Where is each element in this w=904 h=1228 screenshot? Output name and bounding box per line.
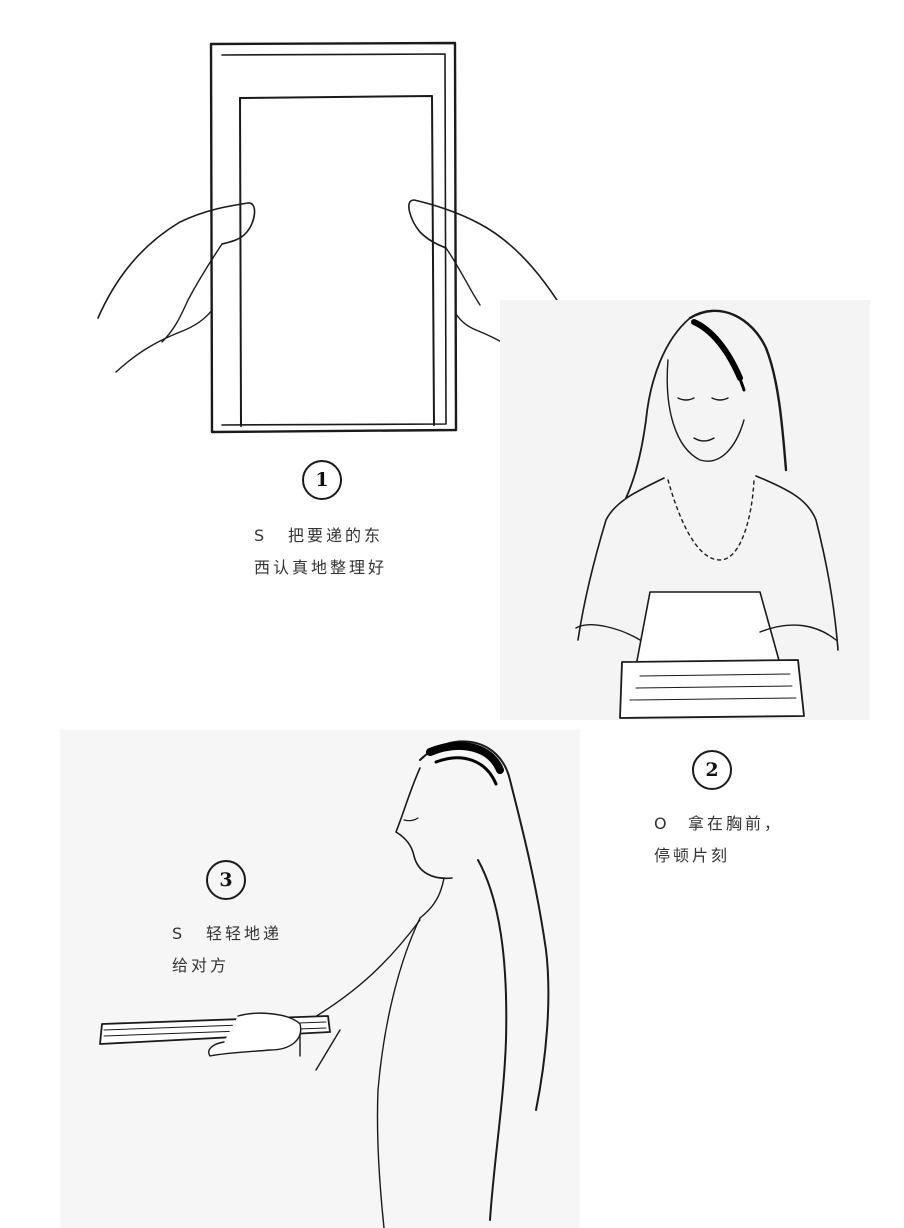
step-1-marker: S: [254, 526, 265, 545]
step-1-caption: S 把要递的东 西认真地整理好: [254, 520, 387, 584]
step-3-number-badge: 3: [206, 860, 246, 900]
step-3-marker: S: [172, 924, 183, 943]
step-3-line-1-text: 轻轻地递: [206, 924, 283, 943]
step-3-caption: S 轻轻地递 给对方: [172, 918, 282, 982]
step-2-caption-line-1: O 拿在胸前，: [654, 808, 783, 840]
hands-holding-document-drawing: [97, 41, 569, 434]
step-2-caption-line-2: 停顿片刻: [654, 846, 731, 865]
step-2-caption: O 拿在胸前， 停顿片刻: [654, 808, 783, 872]
woman-holding-document-drawing: [500, 300, 870, 720]
step-1-number-badge: 1: [302, 460, 342, 500]
step-1-caption-line-1: S 把要递的东: [254, 520, 387, 552]
step-1-line-1-text: 把要递的东: [288, 526, 384, 545]
step-2-number-badge: 2: [692, 750, 732, 790]
step-3-caption-line-1: S 轻轻地递: [172, 918, 282, 950]
step-1-caption-line-2: 西认真地整理好: [254, 558, 388, 577]
step-2-line-1-text: 拿在胸前，: [688, 814, 784, 833]
step-3-caption-line-2: 给对方: [172, 956, 230, 975]
woman-handing-item-drawing: [60, 730, 580, 1228]
step-2-marker: O: [654, 814, 667, 833]
